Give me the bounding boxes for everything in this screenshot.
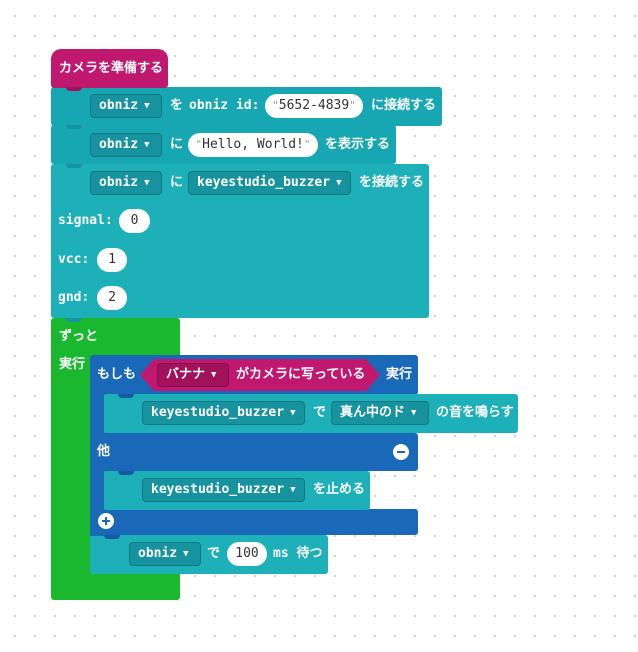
wait-text: ms 待つ	[273, 546, 323, 561]
buzzer-part-dropdown[interactable]: keyestudio_buzzer ▼	[188, 171, 351, 195]
play-text: の音を鳴らす	[436, 405, 514, 420]
display-device-text: obniz	[99, 137, 139, 152]
quote-close: "	[349, 99, 356, 112]
forever-label: ずっと	[59, 329, 99, 344]
caret-down-icon: ▼	[211, 370, 217, 380]
note-dropdown[interactable]: 真ん中のド ▼	[331, 401, 429, 425]
then-label: 実行	[386, 367, 413, 382]
connect-id-label: obniz id:	[189, 98, 260, 113]
camera-setup-label: カメラを準備する	[59, 61, 164, 76]
obniz-id-input[interactable]: "5652-4839"	[265, 94, 363, 118]
stop-text: を止める	[313, 482, 366, 497]
wait-device-text: obniz	[138, 546, 178, 561]
wait-ms-input[interactable]: 100	[227, 542, 267, 566]
vcc-value: 1	[108, 252, 116, 267]
connect-device-text: obniz	[99, 98, 139, 113]
vcc-label: vcc:	[58, 252, 90, 267]
forever-do-label: 実行	[59, 357, 86, 372]
wait-device-dropdown[interactable]: obniz ▼	[129, 542, 201, 566]
caret-down-icon: ▼	[144, 178, 150, 188]
object-dropdown[interactable]: バナナ ▼	[157, 363, 229, 387]
caret-down-icon: ▼	[144, 101, 150, 111]
vcc-input[interactable]: 1	[97, 248, 127, 272]
quote-open: "	[195, 138, 203, 151]
stop-part-text: keyestudio_buzzer	[151, 482, 285, 497]
if-label: もしも	[97, 367, 137, 382]
caret-down-icon: ▼	[411, 408, 417, 418]
else-label: 他	[97, 444, 111, 459]
obniz-id-value: 5652-4839	[278, 98, 350, 113]
buzzer-ni-text: に	[170, 175, 184, 190]
note-text: 真ん中のド	[340, 405, 406, 420]
display-text: を表示する	[325, 137, 391, 152]
wait-ms-value: 100	[235, 546, 259, 561]
signal-input[interactable]: 0	[119, 209, 150, 233]
plus-circle-icon[interactable]	[98, 513, 114, 529]
caret-down-icon: ▼	[183, 549, 189, 559]
caret-down-icon: ▼	[290, 485, 296, 495]
if-else-bottom	[90, 509, 418, 535]
notch	[118, 394, 134, 398]
connect-device-dropdown[interactable]: obniz ▼	[90, 94, 162, 118]
caret-down-icon: ▼	[290, 408, 296, 418]
gnd-value: 2	[108, 290, 116, 305]
play-de-text: で	[313, 405, 327, 420]
display-ni-text: に	[170, 137, 184, 152]
camera-setup-block[interactable]	[51, 49, 168, 88]
signal-value: 0	[130, 213, 139, 228]
object-text: バナナ	[166, 367, 206, 382]
minus-circle-icon[interactable]	[393, 444, 409, 460]
notch	[66, 87, 82, 91]
notch	[66, 125, 82, 129]
notch	[118, 471, 134, 475]
stop-part-dropdown[interactable]: keyestudio_buzzer ▼	[142, 478, 305, 502]
display-device-dropdown[interactable]: obniz ▼	[90, 133, 162, 157]
wait-de-text: で	[207, 546, 221, 561]
connect-wo-text: を	[170, 98, 184, 113]
buzzer-device-dropdown[interactable]: obniz ▼	[90, 171, 162, 195]
buzzer-part-text: keyestudio_buzzer	[197, 175, 331, 190]
notch	[66, 318, 82, 322]
buzzer-connect-text: を接続する	[359, 175, 425, 190]
buzzer-device-text: obniz	[99, 175, 139, 190]
caret-down-icon: ▼	[144, 140, 150, 150]
connect-text: に接続する	[371, 98, 437, 113]
message-value: Hello, World!	[202, 137, 304, 152]
else-row	[90, 433, 418, 471]
gnd-label: gnd:	[58, 290, 90, 305]
quote-open: "	[272, 99, 279, 112]
signal-label: signal:	[58, 213, 113, 228]
notch	[104, 535, 120, 539]
play-part-dropdown[interactable]: keyestudio_buzzer ▼	[142, 401, 305, 425]
condition-text: がカメラに写っている	[236, 367, 366, 382]
message-input[interactable]: "Hello, World!"	[188, 133, 318, 157]
play-part-text: keyestudio_buzzer	[151, 405, 285, 420]
gnd-input[interactable]: 2	[97, 286, 127, 310]
quote-close: "	[303, 138, 311, 151]
notch	[66, 164, 82, 168]
caret-down-icon: ▼	[336, 178, 342, 188]
